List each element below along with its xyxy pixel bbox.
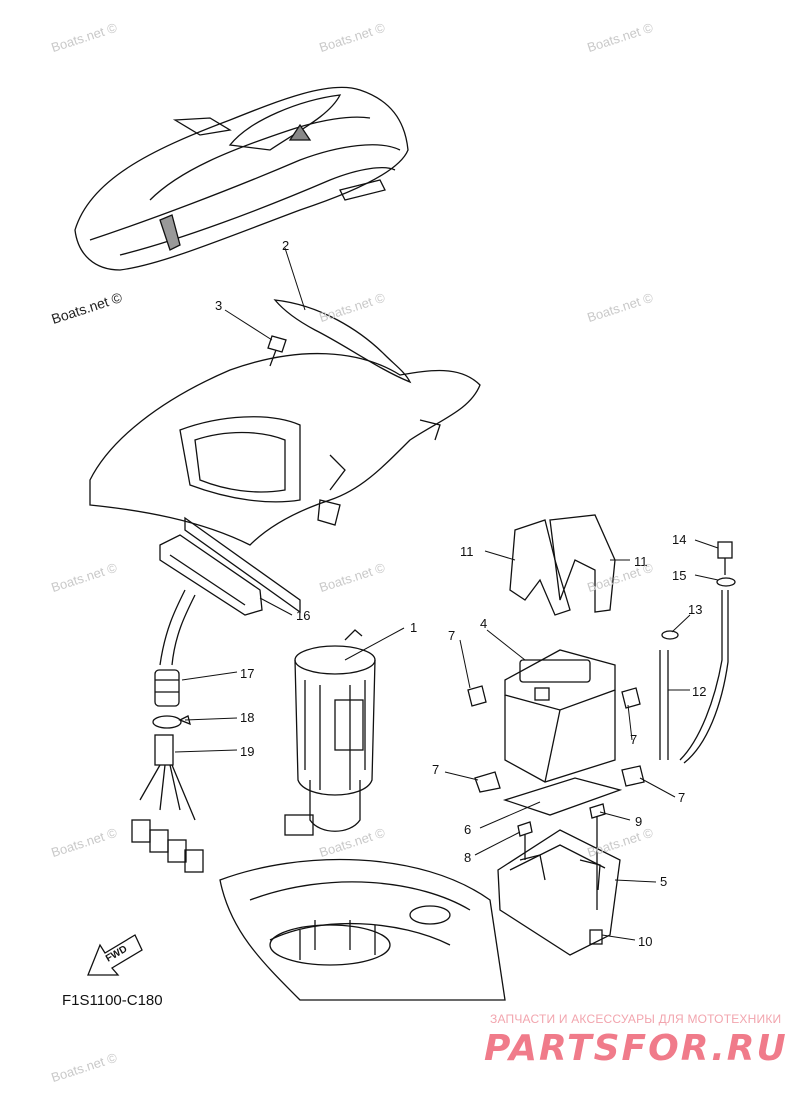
callout-1: 1 [410, 620, 417, 635]
part-13-clip [661, 630, 679, 640]
callout-14: 14 [672, 532, 686, 547]
part-19-harness [131, 734, 204, 873]
callouts: 1 2 3 4 5 6 7 7 7 7 8 9 10 11 11 12 13 1… [215, 238, 706, 949]
callout-12: 12 [692, 684, 706, 699]
deck-cover [89, 352, 481, 546]
callout-7: 7 [448, 628, 455, 643]
fuel-tank-outline [219, 858, 506, 1001]
callout-11: 11 [634, 554, 648, 569]
fwd-label: FWD [104, 944, 129, 965]
part-2-gasket [273, 299, 412, 384]
watercraft-illustration [74, 86, 409, 271]
part-11-straps [509, 514, 616, 616]
callout-17: 17 [240, 666, 254, 681]
callout-10: 10 [638, 934, 652, 949]
part-9-screw [589, 803, 606, 910]
part-5-battery-box [497, 829, 621, 956]
part-10-collar [589, 929, 603, 945]
part-12-hose [659, 650, 669, 760]
part-18-clamp [152, 715, 191, 729]
part-7-pad [621, 765, 645, 787]
part-16-tray [159, 516, 301, 666]
promo-text: ЗАПЧАСТИ И АКСЕССУАРЫ ДЛЯ МОТОТЕХНИКИ [490, 1012, 782, 1026]
part-8-screw [517, 821, 533, 860]
part-6-plate [502, 777, 623, 816]
part-14-sensor [717, 541, 733, 575]
callout-18: 18 [240, 710, 254, 725]
callout-5: 5 [660, 874, 667, 889]
part-15-clip [716, 577, 736, 587]
part-7-pad [621, 687, 641, 709]
callout-13: 13 [688, 602, 702, 617]
part-7-pad [474, 771, 501, 793]
sensor-wire [679, 590, 729, 764]
callout-15: 15 [672, 568, 686, 583]
callout-11: 11 [460, 544, 474, 559]
callout-19: 19 [240, 744, 254, 759]
callout-9: 9 [635, 814, 642, 829]
part-17-grommet [154, 669, 180, 707]
brand-logo-text: PARTSFOR.RU [484, 1028, 788, 1069]
callout-3: 3 [215, 298, 222, 313]
callout-7: 7 [630, 732, 637, 747]
callout-2: 2 [282, 238, 289, 253]
callout-8: 8 [464, 850, 471, 865]
callout-16: 16 [296, 608, 310, 623]
callout-7: 7 [432, 762, 439, 777]
part-7-pad [467, 685, 487, 707]
part-4-battery [504, 649, 616, 783]
part-3-bolt [267, 335, 287, 367]
diagram-code: F1S1100-C180 [62, 992, 163, 1009]
fwd-arrow-icon [87, 934, 143, 976]
part-1-fuel-pump [284, 629, 376, 836]
callout-7: 7 [678, 790, 685, 805]
callout-6: 6 [464, 822, 471, 837]
callout-4: 4 [480, 616, 487, 631]
